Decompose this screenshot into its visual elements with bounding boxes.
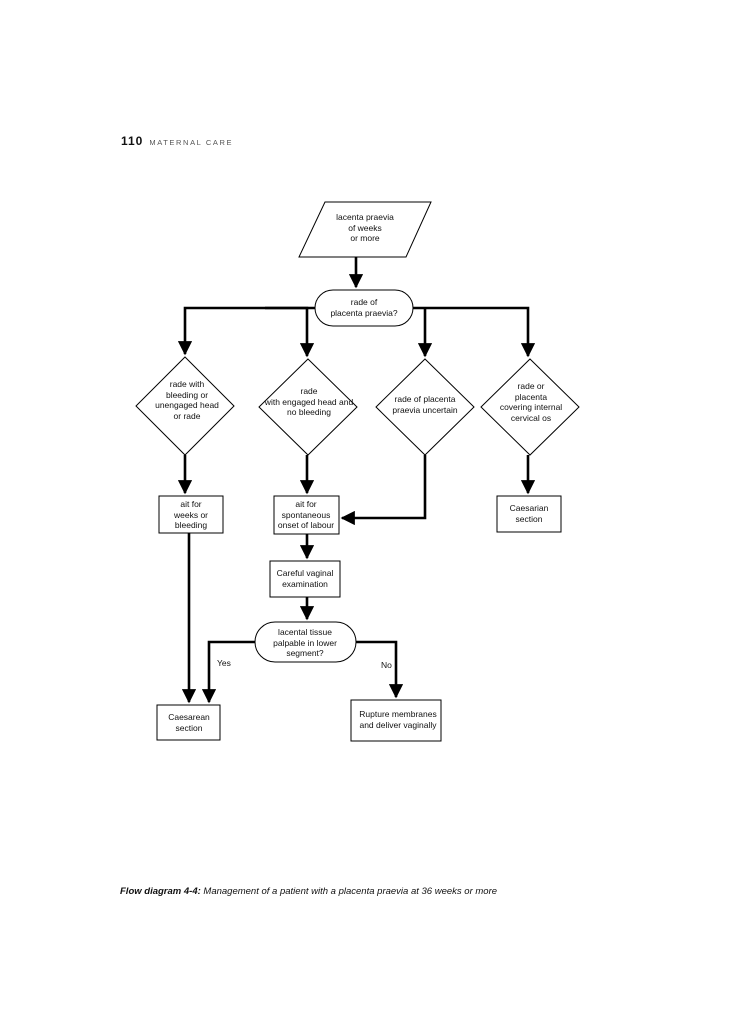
page-number: 110 <box>121 134 144 148</box>
arrow-tissue-yes <box>201 640 255 704</box>
caesarian-right-box <box>496 495 562 533</box>
rupture-box <box>350 699 442 742</box>
caption-text: Management of a patient with a placenta … <box>200 886 498 897</box>
page-header: 110 MATERNAL CARE <box>121 134 233 148</box>
arrow-tissue-no <box>356 640 404 699</box>
yes-label: Yes <box>217 658 231 668</box>
caesarean-left-box <box>156 704 221 741</box>
wait-spontaneous-box <box>273 495 340 535</box>
wait-weeks-box <box>158 495 224 534</box>
grade-covering-diamond <box>480 358 580 456</box>
arrow-grade-engaged <box>265 306 315 358</box>
arrow-grade-right <box>413 306 536 358</box>
arrow-grade-left <box>177 306 315 356</box>
vaginal-exam-box <box>269 560 341 598</box>
no-label: No <box>381 660 392 670</box>
start-parallelogram <box>298 201 432 258</box>
caption-label: Flow diagram 4-4: <box>120 886 201 897</box>
section-title: MATERNAL CARE <box>149 138 234 147</box>
arrow-uncertain-to-wait <box>340 455 427 526</box>
figure-caption: Flow diagram 4-4: Management of a patien… <box>120 886 497 897</box>
